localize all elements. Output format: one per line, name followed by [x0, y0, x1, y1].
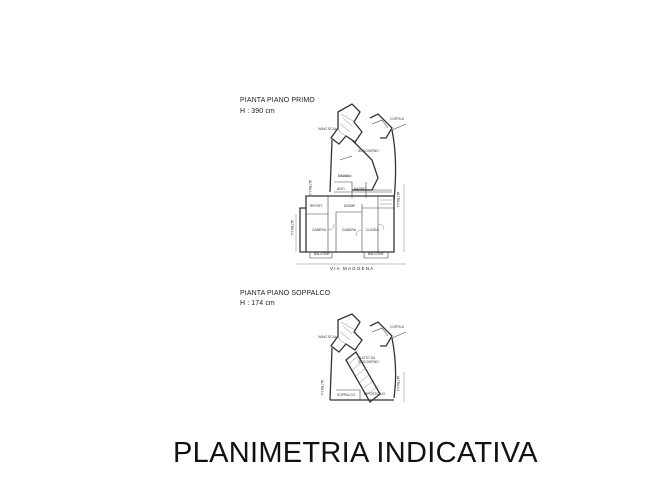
first-floor-height: H : 390 cm [240, 108, 275, 115]
label-vano-scala: VANO SCALA [318, 127, 339, 131]
label-antibagno: ANTI [337, 187, 345, 191]
page-caption: PLANIMETRIA INDICATIVA [173, 437, 538, 469]
label-camera-1: CAMERA [312, 228, 327, 232]
label-altra-ui-left-mezz: ALTRA U.I. [320, 380, 324, 397]
label-altra-ui-right-mezz: ALTRA U.I. [396, 376, 400, 393]
label-soggiorno: SOGGIORNO [358, 149, 379, 153]
label-disimp: DISIMP. [344, 204, 356, 208]
label-vuoto-soggiorno: VUOTO SU SOGGIORNO [358, 356, 379, 364]
label-cortile-mezz: CORTILE [390, 325, 405, 329]
label-cortile: CORTILE [390, 117, 405, 121]
mezzanine-height: H : 174 cm [240, 300, 275, 307]
label-soppalco: SOPPALCO [337, 393, 355, 397]
mezzanine-plan [329, 313, 407, 403]
label-bagno: BAGNO [338, 174, 350, 178]
label-altra-ui-far-left: ALTRA U.I. [290, 220, 294, 237]
label-cucina: CUCINA [366, 228, 379, 232]
label-vano-scala-mezz: VANO SCALA [318, 335, 339, 339]
label-bagno-2: BAGNO [354, 187, 366, 191]
first-floor-title: PIANTA PIANO PRIMO [240, 97, 315, 104]
label-altra-ui-left: ALTRA U.I. [308, 180, 312, 197]
label-balcone-2: BALCONE [368, 252, 384, 256]
label-ripost: RIPOST. [310, 204, 323, 208]
label-ripostiglio: RIPOSTIGLIO [364, 392, 386, 396]
label-street: VIA MAGGENA [330, 266, 375, 271]
label-altra-ui-right: ALTRA U.I. [396, 192, 400, 209]
label-balcone-1: BALCONE [314, 252, 330, 256]
mezzanine-title: PIANTA PIANO SOPPALCO [240, 290, 331, 297]
label-camera-2: CAMERA [342, 228, 357, 232]
first-floor-plan [295, 103, 407, 265]
